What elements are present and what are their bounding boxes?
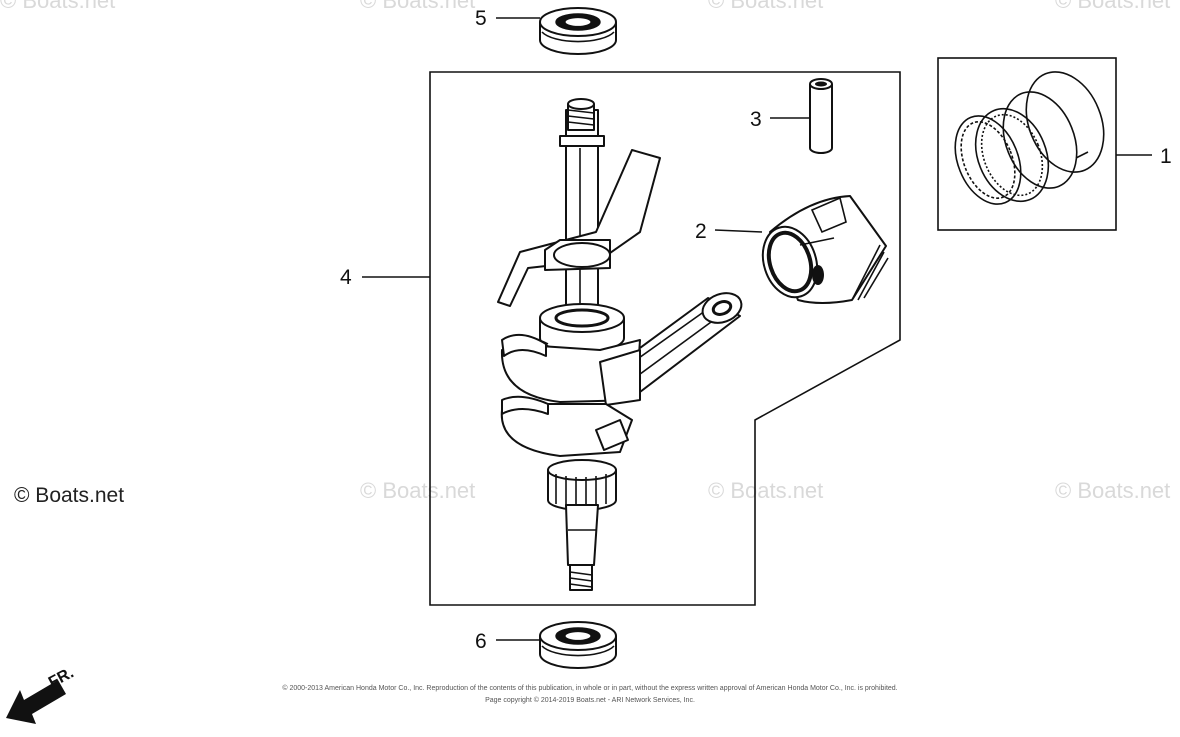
footer-copyright: © 2000-2013 American Honda Motor Co., In… [282,684,897,692]
watermark-grid: © Boats.net © Boats.net © Boats.net © Bo… [0,0,1170,503]
watermark: © Boats.net [708,478,823,503]
crankshaft-assembly[interactable] [497,98,746,591]
front-arrow-icon [6,680,66,724]
piston-ring-set[interactable] [943,60,1118,214]
lower-thread [569,571,593,588]
connecting-rod [609,292,743,393]
crank-gear [547,459,617,511]
callout-3[interactable]: 3 [750,108,762,131]
oil-seal-lower[interactable] [539,621,617,669]
callout-6[interactable]: 6 [475,630,487,653]
callout-1[interactable]: 1 [1160,145,1172,168]
front-arrow: FR. [6,664,77,724]
footer-page-copyright: Page copyright © 2014-2019 Boats.net - A… [485,696,695,704]
oil-seal-upper[interactable] [539,7,617,55]
watermark: © Boats.net [360,478,475,503]
upper-thread [567,109,595,126]
brand-watermark: © Boats.net [14,484,124,507]
watermark: © Boats.net [360,0,475,13]
watermark: © Boats.net [708,0,823,13]
ring-set-box [937,57,1117,231]
watermark: © Boats.net [0,0,115,13]
piston-pin[interactable] [809,78,833,154]
callout-2[interactable]: 2 [695,220,707,243]
assembly-outline [429,71,901,606]
callout-4[interactable]: 4 [340,266,352,289]
leader-lines [362,17,1152,641]
callout-5[interactable]: 5 [475,7,487,30]
watermark: © Boats.net [1055,0,1170,13]
piston[interactable] [754,195,889,304]
watermark: © Boats.net [1055,478,1170,503]
